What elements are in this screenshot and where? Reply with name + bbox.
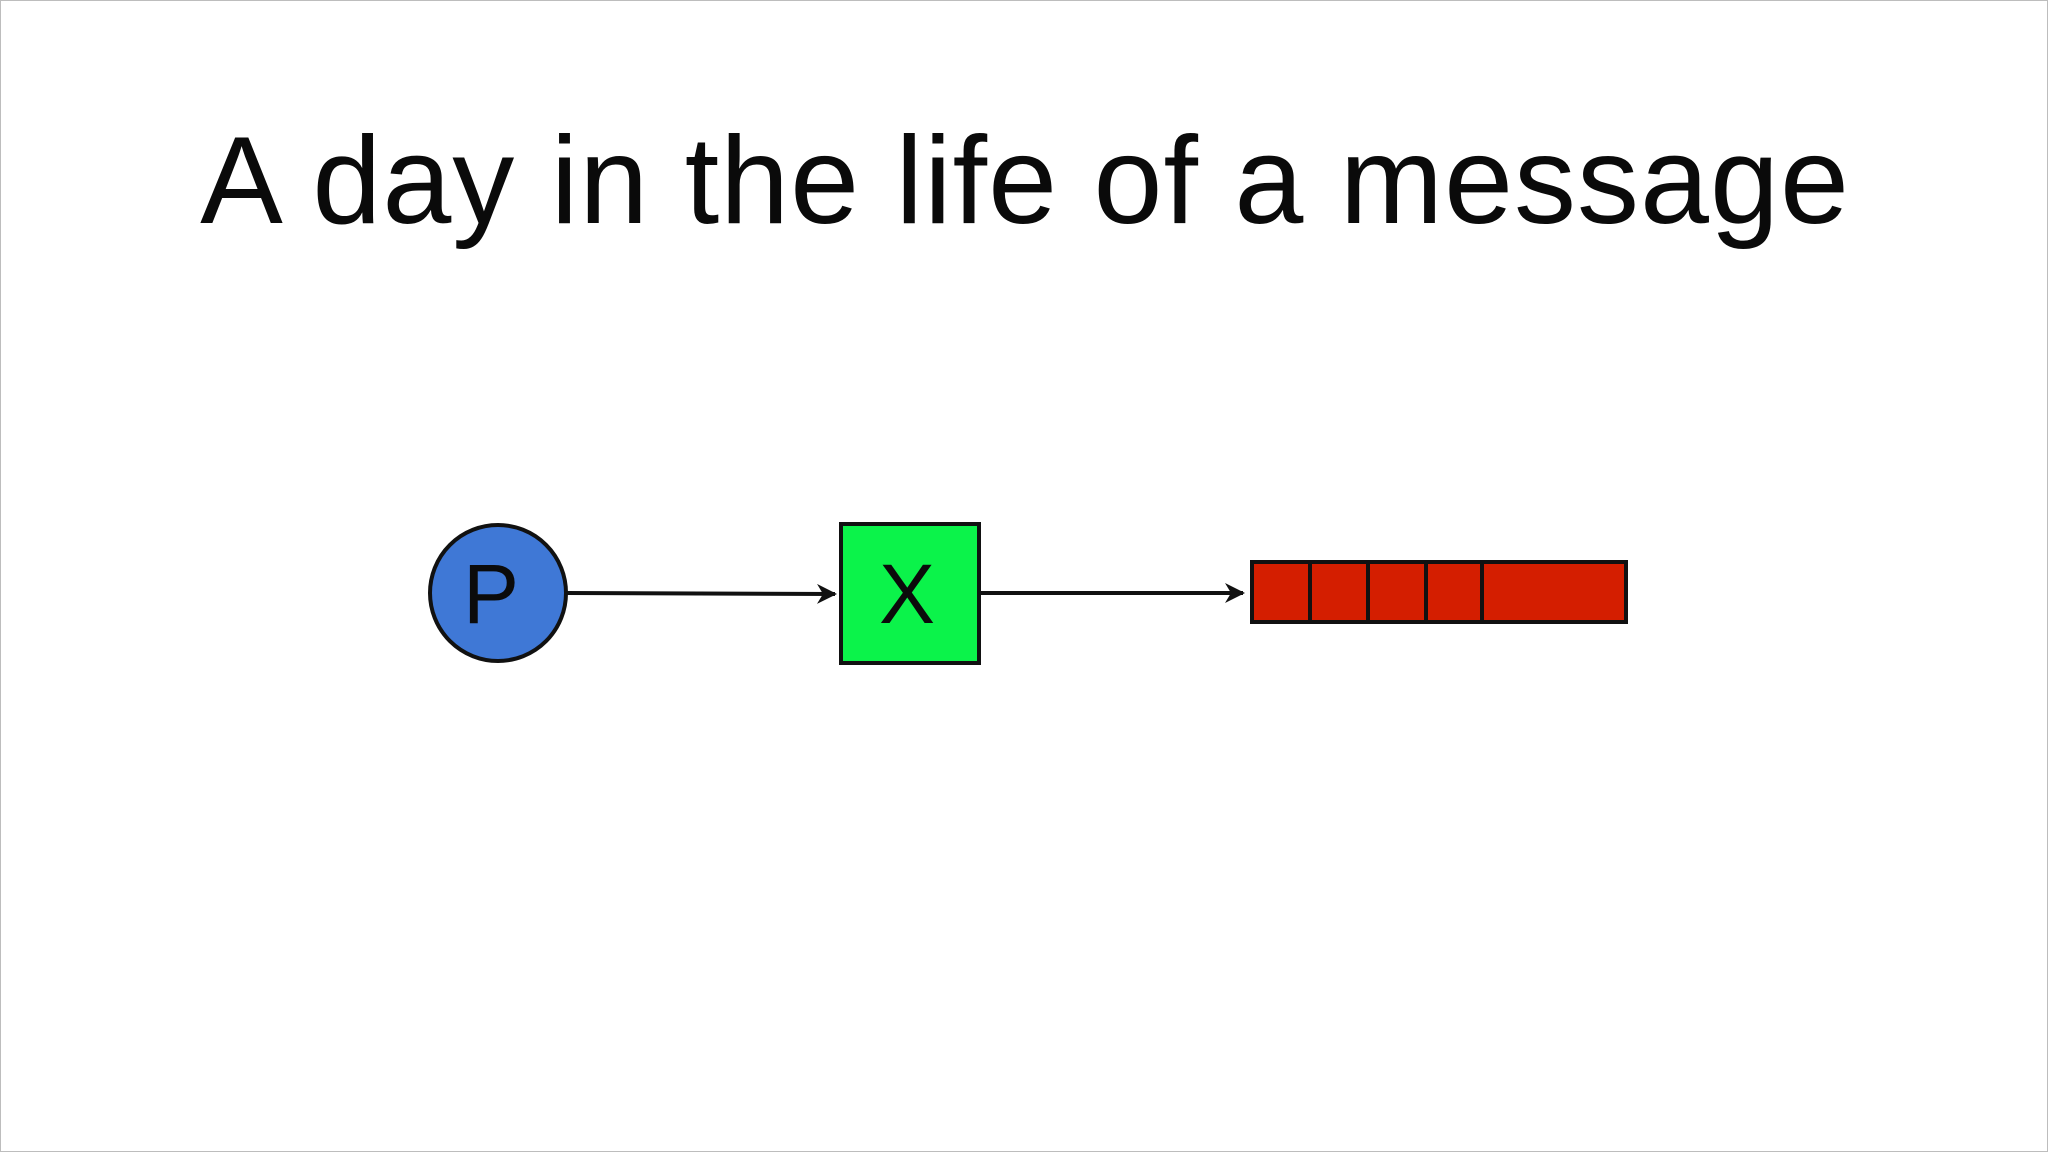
exchange-label: X	[879, 547, 935, 641]
producer-label: P	[463, 547, 519, 641]
queue-body	[1250, 560, 1628, 624]
queue-node	[1250, 560, 1628, 624]
exchange-node: X	[839, 522, 981, 665]
slide-title: A day in the life of a message	[200, 112, 1850, 250]
producer-circle	[428, 523, 568, 663]
producer-node: P	[428, 523, 568, 663]
arrow-producer-to-exchange	[566, 583, 837, 604]
exchange-box	[839, 522, 981, 665]
